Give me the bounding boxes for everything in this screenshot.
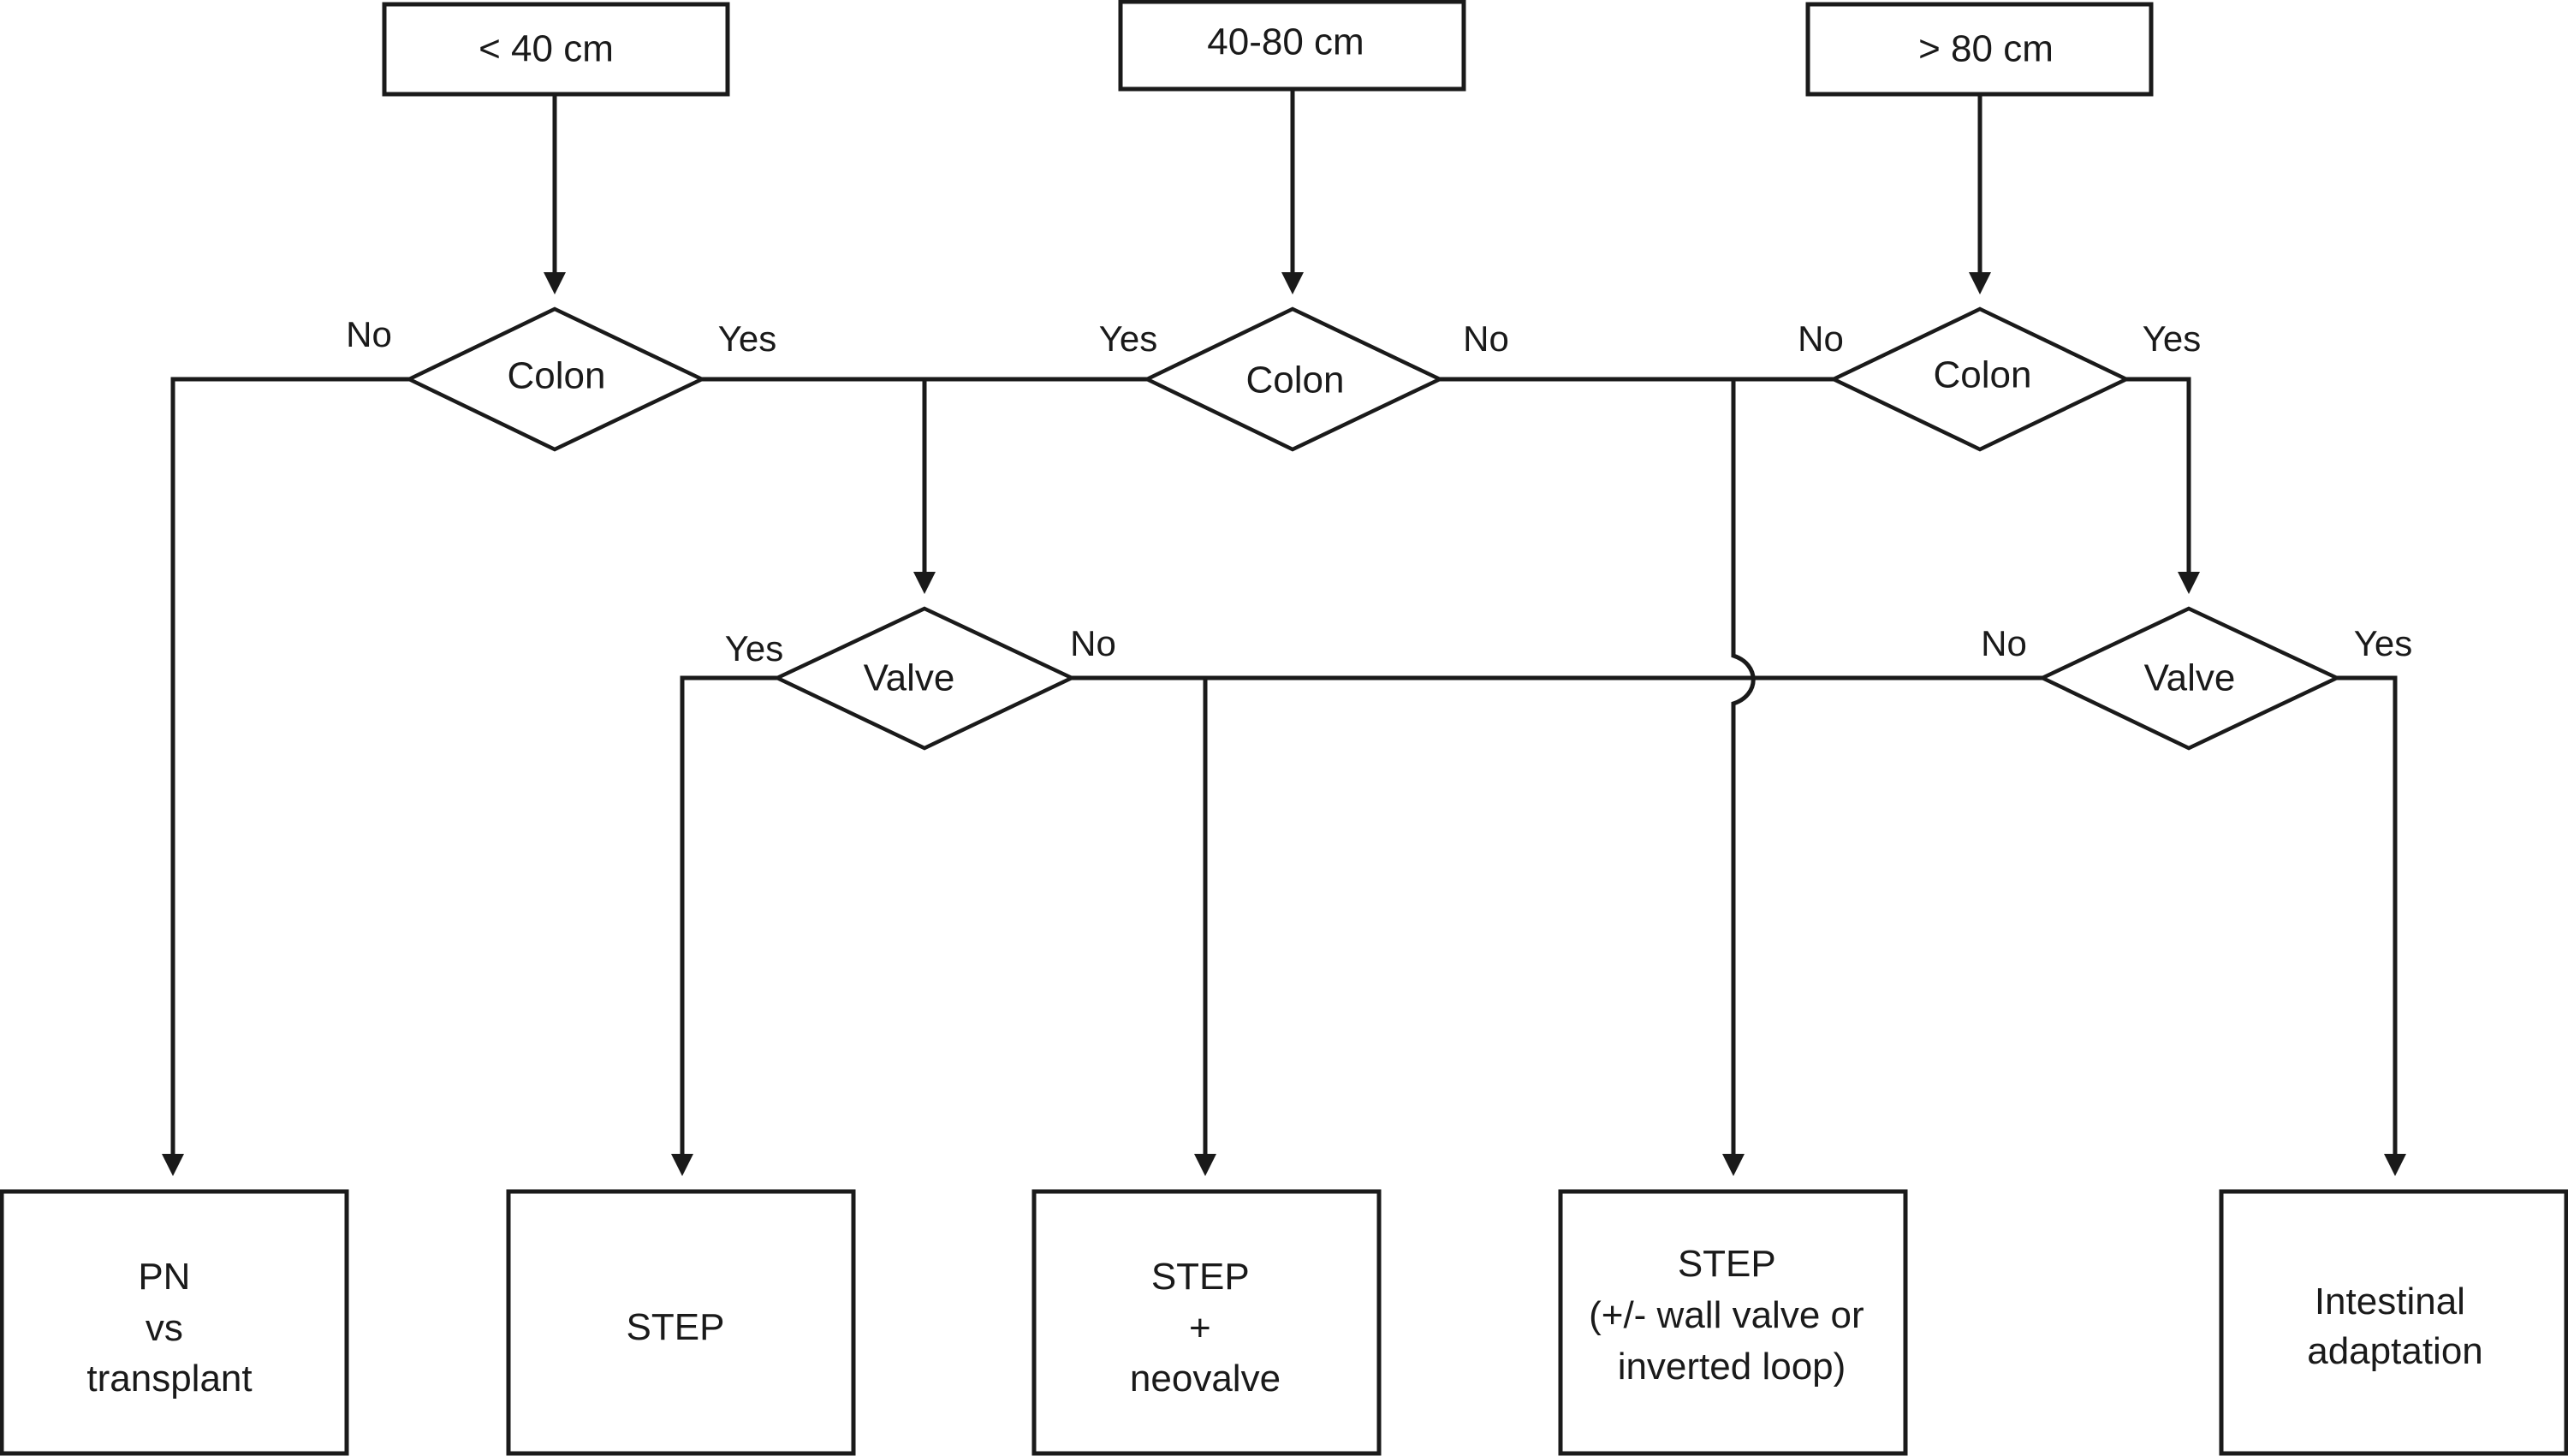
connectors <box>170 89 2398 1157</box>
edge-label-medium-colon-yes: Yes <box>1099 318 1158 359</box>
arrowhead-step-neovalve <box>1194 1154 1216 1176</box>
decision-colon-medium-label: Colon <box>1246 360 1345 401</box>
length-box-long: > 80 cm <box>1805 2 2154 97</box>
arrowhead-right-valve <box>2178 572 2200 594</box>
connector-short-colon-no <box>170 377 409 1157</box>
outcome-intestinal-adaptation-line-2: adaptation <box>2307 1330 2483 1372</box>
edge-label-medium-colon-no: No <box>1463 318 1509 359</box>
outcome-step-neovalve-line-2: + <box>1189 1307 1211 1349</box>
arrowhead-short-colon <box>544 272 566 294</box>
arrowheads <box>162 272 2406 1176</box>
decision-valve-right: Valve <box>2037 606 2342 751</box>
arrowhead-long-colon <box>1969 272 1991 294</box>
outcome-intestinal-adaptation-line-1: Intestinal <box>2315 1281 2465 1322</box>
edge-label-left-valve-no: No <box>1070 623 1116 663</box>
edge-label-left-valve-yes: Yes <box>725 628 784 669</box>
edge-labels: No Yes Yes No No Yes Yes No No Yes <box>346 314 2412 669</box>
edge-label-short-colon-no: No <box>346 314 392 354</box>
svg-text:STEP (+/- wall valve or: STEP (+/- wall valve or inverted loop) <box>1589 1243 1875 1388</box>
outcome-step-wall-valve: STEP (+/- wall valve or inverted loop) <box>1558 1189 1908 1456</box>
svg-text:Intestinal adaptation: Intestinal adaptation <box>2307 1281 2483 1372</box>
edge-label-right-valve-no: No <box>1981 623 2027 663</box>
edge-label-short-colon-yes: Yes <box>718 318 777 359</box>
outcome-step-neovalve: STEP + neovalve <box>1031 1189 1382 1456</box>
connector-right-valve-yes <box>2337 675 2398 1157</box>
arrowhead-intestinal-adaptation <box>2384 1154 2406 1176</box>
arrowhead-step-wall-valve <box>1722 1154 1745 1176</box>
length-box-medium-label: 40-80 cm <box>1207 21 1364 63</box>
length-box-short: < 40 cm <box>382 2 730 97</box>
decision-colon-short-label: Colon <box>508 355 606 397</box>
decision-valve-left: Valve <box>772 606 1077 751</box>
length-box-short-label: < 40 cm <box>479 28 614 70</box>
edge-label-long-colon-no: No <box>1798 318 1844 359</box>
connector-left-valve-yes <box>680 675 777 1157</box>
svg-text:PN vs transplant: PN vs transplant <box>86 1256 252 1400</box>
decision-colon-short: Colon <box>404 306 707 452</box>
outcome-pn-transplant-line-2: vs <box>146 1307 183 1349</box>
decision-valve-left-label: Valve <box>864 657 955 699</box>
decision-valve-right-label: Valve <box>2144 657 2236 699</box>
outcome-step-line-1: STEP <box>627 1306 725 1348</box>
outcome-step-wall-valve-line-2: (+/- wall valve or <box>1589 1294 1864 1336</box>
arrowhead-pn-transplant <box>162 1154 184 1176</box>
svg-text:STEP: STEP <box>627 1306 725 1348</box>
svg-text:STEP + neovalve: STEP + neovalve <box>1130 1256 1281 1400</box>
decision-colon-long: Colon <box>1828 306 2131 452</box>
length-box-long-label: > 80 cm <box>1918 28 2054 70</box>
outcome-pn-transplant: PN vs transplant <box>0 1189 349 1456</box>
outcome-step-neovalve-line-1: STEP <box>1151 1256 1249 1298</box>
arrowhead-step <box>671 1154 693 1176</box>
edge-label-long-colon-yes: Yes <box>2143 318 2202 359</box>
decision-colon-long-label: Colon <box>1934 354 2032 396</box>
arrowhead-medium-colon <box>1281 272 1304 294</box>
edge-label-right-valve-yes: Yes <box>2354 623 2413 663</box>
outcome-step-neovalve-line-3: neovalve <box>1130 1358 1281 1400</box>
decision-colon-medium: Colon <box>1142 306 1445 452</box>
connector-merge-to-step-wall <box>1731 379 1756 1157</box>
outcome-pn-transplant-line-1: PN <box>138 1256 190 1298</box>
outcome-pn-transplant-line-3: transplant <box>86 1358 252 1400</box>
connector-long-colon-yes <box>2126 377 2191 575</box>
outcome-step-wall-valve-line-1: STEP <box>1678 1243 1775 1285</box>
outcome-step: STEP <box>506 1189 856 1456</box>
outcome-step-wall-valve-line-3: inverted loop) <box>1618 1346 1846 1388</box>
length-box-medium: 40-80 cm <box>1118 0 1466 92</box>
arrowhead-left-valve <box>913 572 936 594</box>
outcome-intestinal-adaptation: Intestinal adaptation <box>2219 1189 2568 1456</box>
